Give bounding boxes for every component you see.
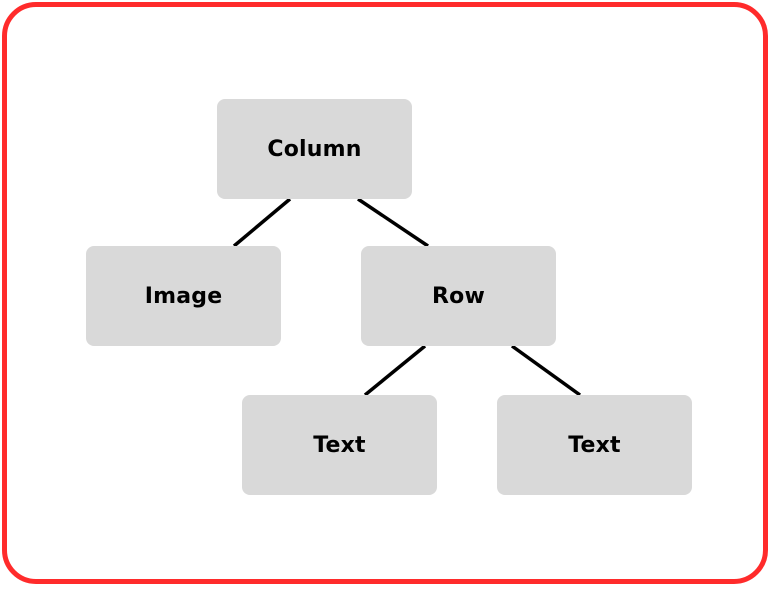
node-image-label: Image (144, 283, 223, 309)
edge-row-text-1 (363, 344, 427, 397)
edge-row-text-2 (510, 344, 582, 397)
node-text-1-label: Text (313, 432, 366, 458)
node-column-label: Column (267, 136, 362, 162)
node-column: Column (217, 99, 412, 199)
node-row-label: Row (432, 283, 485, 309)
edge-column-row (357, 197, 429, 248)
node-text-1: Text (242, 395, 437, 495)
node-text-2-label: Text (568, 432, 621, 458)
node-row: Row (361, 246, 556, 346)
node-text-2: Text (497, 395, 692, 495)
node-image: Image (86, 246, 281, 346)
edge-column-image (232, 197, 292, 248)
